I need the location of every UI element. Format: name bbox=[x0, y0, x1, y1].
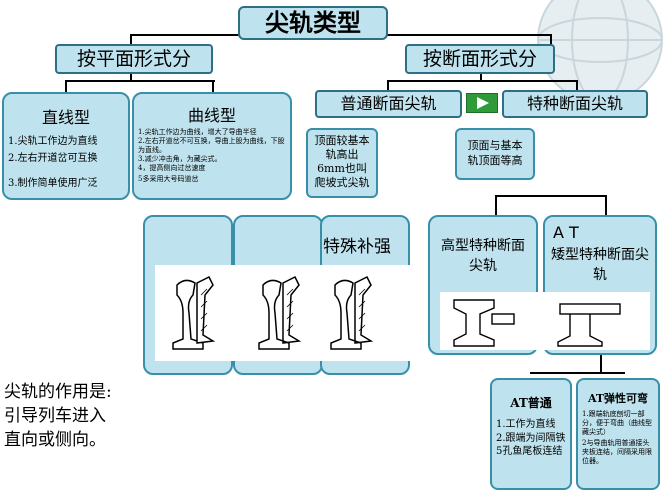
straight-type-box: 直线型 1.尖轨工作边为直线 2.左右开道岔可互换 3.制作简单使用广泛 bbox=[2, 92, 130, 200]
straight-item: 2.左右开道岔可互换 bbox=[8, 153, 98, 164]
connector bbox=[605, 195, 607, 215]
connector bbox=[550, 34, 552, 46]
role-line: 直向或侧向。 bbox=[4, 430, 106, 450]
connector bbox=[530, 372, 625, 374]
curved-type-title: 曲线型 bbox=[187, 106, 236, 125]
special-section-header: 特种断面尖轨 bbox=[502, 90, 648, 118]
curved-item: 3.减少冲击角，为藏尖式。 bbox=[138, 155, 222, 163]
at-label: A T bbox=[553, 223, 579, 242]
connector bbox=[212, 80, 214, 94]
curved-type-box: 曲线型 1.尖轨工作边为曲线，增大了导曲半径 2.左右开道岔不可互换，导曲上股为… bbox=[132, 92, 292, 200]
straight-type-title: 直线型 bbox=[41, 108, 90, 127]
curved-item: 2.左右开道岔不可互换，导曲上股为曲线，下股为直线。 bbox=[138, 137, 285, 154]
globe-decoration bbox=[470, 0, 667, 110]
connector bbox=[65, 80, 67, 94]
role-text: 尖轨的作用是: 引导列车进入 直向或侧向。 bbox=[4, 380, 204, 452]
at-normal-box: AT普通 1.工作为直线 2.跟端为间隔铁5孔鱼尾板连结 bbox=[490, 378, 572, 490]
at-elastic-title: AT弹性可弯 bbox=[587, 392, 649, 405]
connector bbox=[576, 80, 578, 92]
curved-item: 4，提高侧向过岔速度 bbox=[138, 164, 206, 172]
low-type-title: 矮型特种断面尖轨 bbox=[551, 247, 649, 283]
at-normal-item: 1.工作为直线 bbox=[496, 419, 556, 430]
at-normal-item: 2.跟端为间隔铁5孔鱼尾板连结 bbox=[496, 433, 566, 457]
role-line: 尖轨的作用是: bbox=[4, 382, 112, 402]
page-title: 尖轨类型 bbox=[238, 6, 388, 40]
high-type-title: 高型特种断面尖轨 bbox=[441, 238, 525, 274]
normal-section-header: 普通断面尖轨 bbox=[315, 90, 462, 118]
connector bbox=[480, 72, 482, 82]
at-elastic-box: AT弹性可弯 1.跟端轨底刨切一部分，便于弯曲（曲线型藏尖式） 2与导曲轨用普通… bbox=[576, 378, 660, 490]
connector bbox=[387, 80, 389, 92]
at-elastic-item: 2与导曲轨用普通接头夹板连结，间隔采用限位器。 bbox=[582, 439, 652, 465]
connector bbox=[65, 80, 215, 82]
straight-item: 1.尖轨工作边为直线 bbox=[8, 136, 98, 147]
plane-form-header: 按平面形式分 bbox=[55, 44, 213, 74]
role-line: 引导列车进入 bbox=[4, 406, 106, 426]
connector bbox=[495, 195, 497, 215]
connector bbox=[387, 80, 577, 82]
arrow-right-icon bbox=[466, 93, 498, 113]
connector bbox=[600, 352, 602, 374]
reinforce-label: 特殊补强 bbox=[323, 237, 391, 257]
connector bbox=[495, 195, 605, 197]
section-form-header: 按断面形式分 bbox=[405, 44, 555, 74]
special-rail-drawing bbox=[440, 292, 650, 350]
connector bbox=[130, 72, 132, 82]
connector bbox=[130, 34, 132, 46]
normal-note-box: 顶面较基本轨高出6mm也叫爬坡式尖轨 bbox=[306, 128, 378, 198]
special-note-box: 顶面与基本轨顶面等高 bbox=[455, 128, 535, 180]
curved-item: 1.尖轨工作边为曲线，增大了导曲半径 bbox=[138, 128, 257, 136]
curved-item: 5多采用大号码道岔 bbox=[138, 175, 199, 183]
rail-profile-drawing bbox=[155, 265, 410, 361]
at-elastic-item: 1.跟端轨底刨切一部分，便于弯曲（曲线型藏尖式） bbox=[582, 410, 652, 436]
straight-item: 3.制作简单使用广泛 bbox=[8, 178, 98, 189]
at-normal-title: AT普通 bbox=[510, 396, 552, 410]
